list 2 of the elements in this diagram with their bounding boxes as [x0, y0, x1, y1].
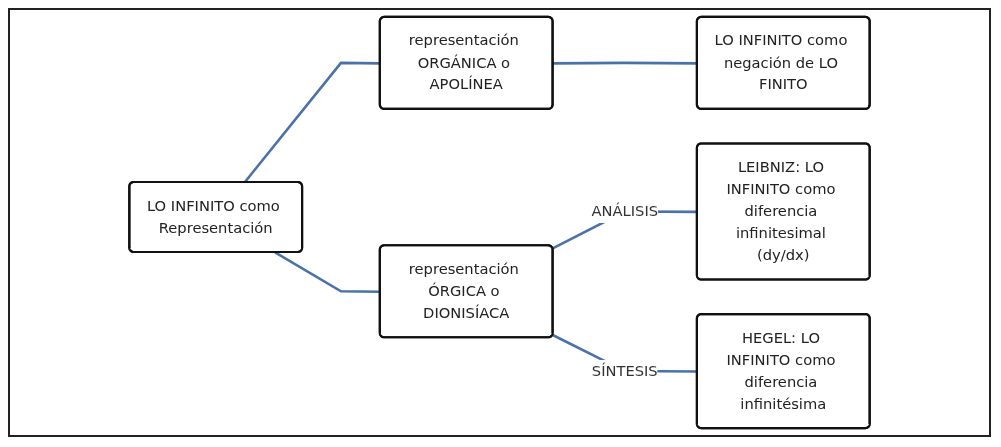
edge-label: SÍNTESIS: [591, 361, 658, 380]
edge-label: ANÁLISIS: [591, 202, 659, 220]
